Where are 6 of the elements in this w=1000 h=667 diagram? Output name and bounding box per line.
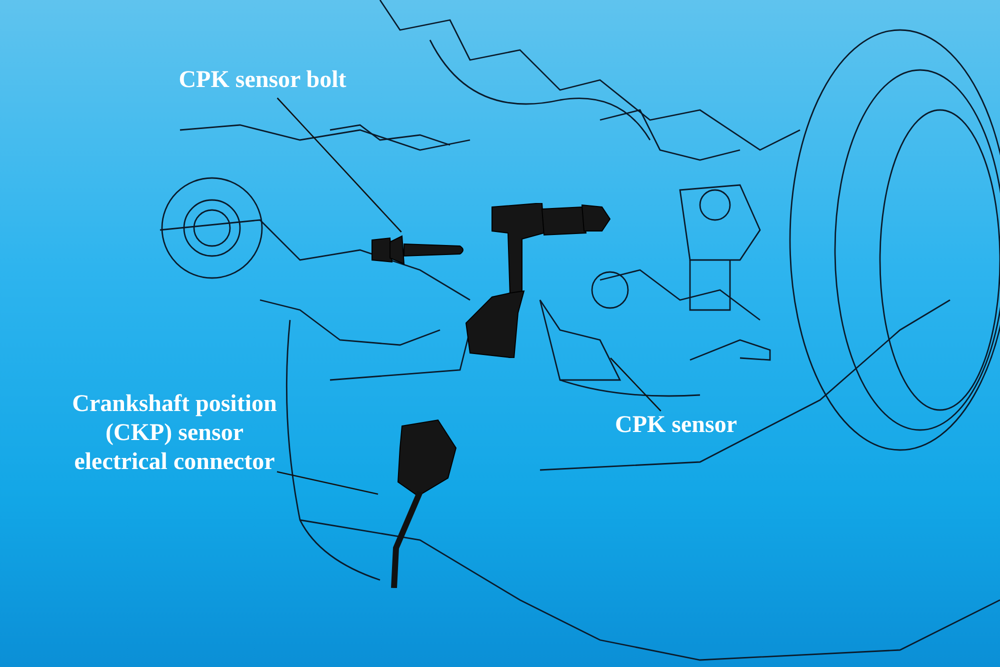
leader-line (610, 358, 662, 412)
callout-label: CPK sensor bolt (150, 66, 375, 98)
leader-line (276, 471, 378, 495)
leader-line (276, 98, 402, 232)
callout-label: CPK sensor (596, 411, 756, 443)
callout-label: Crankshaft position (CKP) sensor electrical connector (72, 390, 277, 508)
